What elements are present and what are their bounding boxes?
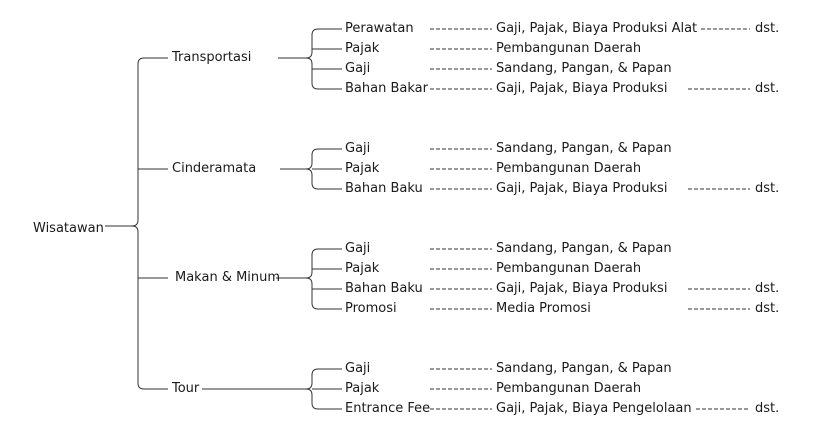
- item-label-1-1: Pajak: [345, 161, 380, 176]
- item-label-1-0: Gaji: [345, 141, 371, 156]
- item-label-2-1: Pajak: [345, 261, 380, 276]
- continuation-label-1-2: dst.: [755, 181, 780, 196]
- item-label-3-2: Entrance Fee: [345, 401, 431, 416]
- continuation-label-3-2: dst.: [755, 401, 780, 416]
- continuation-label-2-3: dst.: [755, 301, 780, 316]
- item-result-3-2: Gaji, Pajak, Biaya Pengelolaan: [496, 401, 692, 416]
- category-brace-0-upper: [278, 28, 342, 59]
- item-result-0-1: Pembangunan Daerah: [496, 41, 642, 56]
- item-result-1-0: Sandang, Pangan, & Papan: [496, 141, 672, 156]
- root-brace-upper: [105, 57, 168, 227]
- category-brace-3-lower: [305, 388, 342, 410]
- item-result-1-2: Gaji, Pajak, Biaya Produksi: [496, 181, 668, 196]
- category-brace-3-upper: [202, 368, 342, 390]
- item-result-0-2: Sandang, Pangan, & Papan: [496, 61, 672, 76]
- root-node-label: Wisatawan: [33, 221, 104, 236]
- item-result-1-1: Pembangunan Daerah: [496, 161, 642, 176]
- item-label-0-3: Bahan Bakar: [345, 81, 428, 96]
- continuation-label-2-2: dst.: [755, 281, 780, 296]
- item-label-3-1: Pajak: [345, 381, 380, 396]
- continuation-label-0-0: dst.: [755, 21, 780, 36]
- category-brace-2-lower: [305, 277, 342, 310]
- item-label-2-0: Gaji: [345, 241, 371, 256]
- item-result-0-3: Gaji, Pajak, Biaya Produksi: [496, 81, 668, 96]
- item-result-2-2: Gaji, Pajak, Biaya Produksi: [496, 281, 668, 296]
- item-label-0-2: Gaji: [345, 61, 371, 76]
- item-label-0-1: Pajak: [345, 41, 380, 56]
- item-result-2-3: Media Promosi: [496, 301, 591, 316]
- item-result-0-0: Gaji, Pajak, Biaya Produksi Alat: [496, 21, 698, 36]
- category-label-1: Cinderamata: [172, 161, 257, 176]
- category-label-2: Makan & Minum: [175, 270, 281, 285]
- continuation-label-0-3: dst.: [755, 81, 780, 96]
- category-brace-1-upper: [280, 148, 342, 170]
- item-label-1-2: Bahan Baku: [345, 181, 423, 196]
- category-brace-0-lower: [305, 57, 342, 90]
- item-result-3-0: Sandang, Pangan, & Papan: [496, 361, 672, 376]
- category-label-0: Transportasi: [172, 50, 252, 65]
- item-label-2-3: Promosi: [345, 301, 397, 316]
- root-brace-lower: [131, 225, 168, 390]
- item-result-3-1: Pembangunan Daerah: [496, 381, 642, 396]
- item-label-2-2: Bahan Baku: [345, 281, 423, 296]
- item-label-3-0: Gaji: [345, 361, 371, 376]
- item-result-2-0: Sandang, Pangan, & Papan: [496, 241, 672, 256]
- category-brace-1-lower: [305, 168, 342, 190]
- category-label-3: Tour: [172, 381, 200, 396]
- category-brace-2-upper: [276, 248, 342, 279]
- item-label-0-0: Perawatan: [345, 21, 414, 36]
- item-result-2-1: Pembangunan Daerah: [496, 261, 642, 276]
